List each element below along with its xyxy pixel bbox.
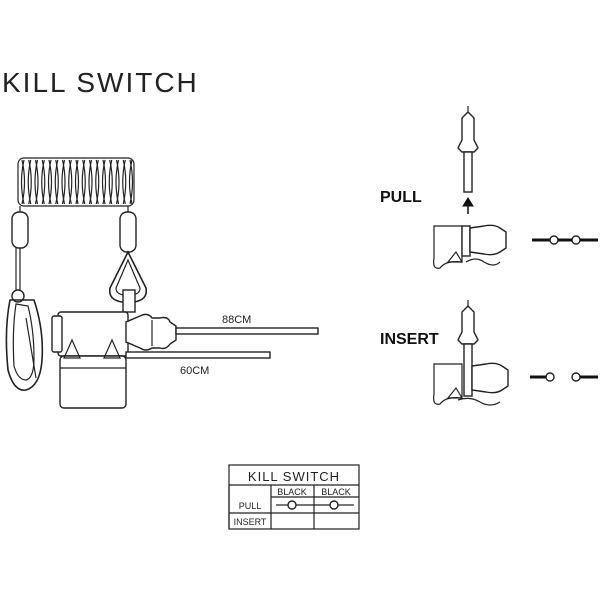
insert-label: INSERT bbox=[380, 331, 439, 348]
coil-loop-back bbox=[20, 159, 25, 205]
pull-contact-right bbox=[571, 235, 581, 245]
dimension-88cm: 88CM bbox=[222, 314, 251, 326]
coil-loop-back bbox=[68, 159, 72, 205]
coil-loop-back bbox=[61, 159, 66, 205]
switch-base bbox=[59, 355, 127, 409]
coil-loop-back bbox=[108, 159, 113, 205]
table-col-1: BLACK bbox=[277, 487, 307, 497]
insert-contact-right bbox=[571, 372, 581, 382]
coil-loop-back bbox=[41, 159, 45, 205]
table-col-2: BLACK bbox=[321, 487, 351, 497]
switch-body bbox=[51, 311, 177, 409]
dimension-cords: 88CM 60CM bbox=[125, 314, 319, 377]
coil-loop-back bbox=[115, 159, 120, 205]
diagram-title: KILL SWITCH bbox=[2, 67, 199, 98]
dimension-60cm: 60CM bbox=[180, 365, 209, 377]
cord-88cm bbox=[175, 327, 319, 335]
key-handle bbox=[125, 313, 177, 351]
table-title: KILL SWITCH bbox=[248, 469, 340, 484]
switch-housing bbox=[57, 311, 129, 357]
coil-loop-back bbox=[27, 159, 32, 205]
left-snap-hook bbox=[5, 299, 44, 391]
insert-contact-left bbox=[545, 372, 555, 382]
table-row-insert: INSERT bbox=[234, 517, 267, 527]
right-clip bbox=[108, 206, 148, 313]
up-arrow-icon bbox=[462, 197, 474, 207]
table-row-pull: PULL bbox=[239, 501, 262, 511]
cord-60cm bbox=[125, 351, 271, 359]
coil-loop-back bbox=[47, 159, 52, 205]
wiring-table: KILL SWITCH BLACK BLACK PULL INSERT bbox=[228, 464, 360, 530]
coil-loop-back bbox=[88, 159, 93, 205]
pull-contact-left bbox=[549, 235, 559, 245]
coil-loop-back bbox=[34, 159, 39, 205]
coil-outline bbox=[17, 157, 135, 207]
coil-loops bbox=[20, 159, 134, 205]
pull-label: PULL bbox=[380, 189, 422, 206]
coil-loop-back bbox=[54, 159, 59, 205]
coiled-cord bbox=[17, 157, 135, 207]
left-clip bbox=[5, 206, 44, 391]
left-sleeve bbox=[11, 211, 29, 249]
coil-loop-back bbox=[128, 159, 133, 205]
coil-loop-back bbox=[74, 159, 79, 205]
right-sleeve bbox=[119, 211, 137, 253]
coil-loop-back bbox=[122, 159, 126, 205]
coil-loop-back bbox=[81, 159, 86, 205]
insert-state: INSERT bbox=[380, 300, 598, 406]
pull-state: PULL bbox=[380, 106, 598, 269]
insert-key bbox=[457, 305, 479, 345]
table-contact-b bbox=[329, 500, 339, 510]
coil-loop-back bbox=[101, 159, 106, 205]
coil-loop-back bbox=[95, 159, 99, 205]
table-contact-a bbox=[287, 500, 297, 510]
pull-key bbox=[457, 111, 479, 153]
